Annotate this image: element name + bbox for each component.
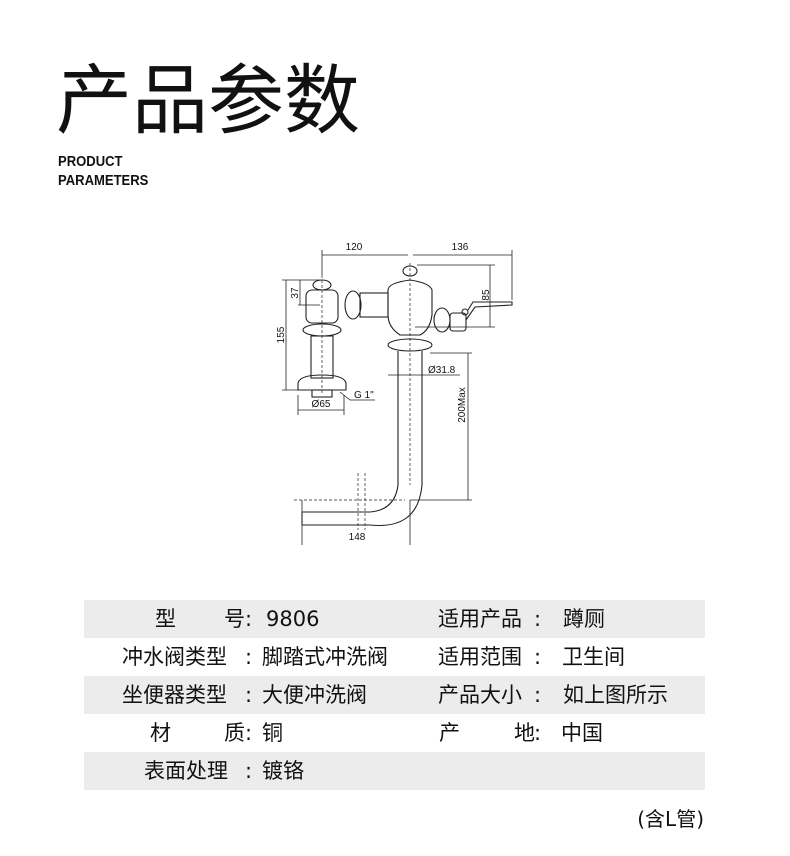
dim-148: 148 xyxy=(349,532,366,543)
spec-value: 大便冲洗阀 xyxy=(262,683,367,707)
dim-pipe-length: 200Max xyxy=(457,387,468,423)
spec-value: 脚踏式冲洗阀 xyxy=(262,645,388,669)
dim-120: 120 xyxy=(346,242,363,253)
page-subtitle: PRODUCT PARAMETERS xyxy=(58,153,148,191)
spec-label: 表面处理 xyxy=(144,759,228,783)
colon: : xyxy=(534,607,542,631)
spec-value: 铜 xyxy=(262,721,283,745)
spec-label: 型号 xyxy=(155,607,245,631)
spec-label: 产品大小 xyxy=(438,683,522,707)
spec-label: 适用产品 xyxy=(438,607,522,631)
dim-155: 155 xyxy=(276,326,287,343)
spec-row: 材质: 铜 产地: 中国 xyxy=(84,714,705,752)
spec-row: 坐便器类型: 大便冲洗阀 产品大小: 如上图所示 xyxy=(84,676,705,714)
spec-value: 9806 xyxy=(266,607,320,631)
dim-pipe-diameter: Ø31.8 xyxy=(428,365,456,376)
spec-row: 表面处理: 镀铬 xyxy=(84,752,705,790)
spec-value: 卫生间 xyxy=(562,645,625,669)
spec-label: 坐便器类型 xyxy=(122,683,227,707)
spec-row: 冲水阀类型: 脚踏式冲洗阀 适用范围: 卫生间 xyxy=(84,638,705,676)
footnote: (含L管) xyxy=(637,807,704,831)
dim-136: 136 xyxy=(452,242,469,253)
subtitle-line-2: PARAMETERS xyxy=(58,173,149,189)
spec-label: 适用范围 xyxy=(438,645,522,669)
colon: : xyxy=(245,683,253,707)
product-dimension-diagram: 120 136 85 37 155 Ø31.8 Ø65 G 1" 200Max … xyxy=(276,242,513,545)
dim-85: 85 xyxy=(481,289,492,301)
colon: : xyxy=(534,721,542,745)
page-title: 产品参数 xyxy=(56,56,360,145)
colon: : xyxy=(534,683,542,707)
spec-label: 产地 xyxy=(439,721,535,745)
spec-value: 镀铬 xyxy=(262,759,304,783)
spec-value: 蹲厕 xyxy=(563,607,605,631)
spec-label: 材质 xyxy=(150,721,245,745)
dim-base-diameter: Ø65 xyxy=(312,399,331,410)
l-pipe xyxy=(301,351,423,527)
colon: : xyxy=(245,607,253,631)
colon: : xyxy=(245,645,253,669)
spec-table: 型号: 9806 适用产品: 蹲厕 冲水阀类型: 脚踏式冲洗阀 适用范围: 卫生… xyxy=(84,600,705,790)
colon: : xyxy=(245,721,253,745)
spec-label: 冲水阀类型 xyxy=(122,645,227,669)
valve-body xyxy=(297,265,513,398)
center-lines xyxy=(294,263,411,530)
dim-37: 37 xyxy=(290,287,301,299)
spec-value: 如上图所示 xyxy=(563,683,668,707)
colon: : xyxy=(245,759,253,783)
colon: : xyxy=(534,645,542,669)
spec-row: 型号: 9806 适用产品: 蹲厕 xyxy=(84,600,705,638)
spec-value: 中国 xyxy=(561,721,603,745)
subtitle-line-1: PRODUCT xyxy=(58,154,123,170)
dim-thread: G 1" xyxy=(354,390,374,401)
dimension-lines xyxy=(282,250,513,545)
